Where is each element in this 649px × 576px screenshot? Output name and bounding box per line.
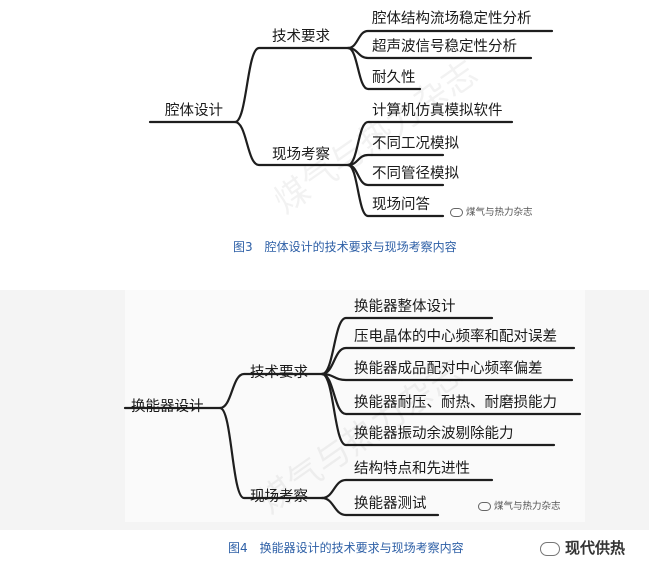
connector-b2-item4 [346, 163, 445, 218]
fig3-item-durability: 耐久性 [372, 70, 416, 86]
fig3-item-cavity-flow-stability: 腔体结构流场稳定性分析 [372, 11, 532, 27]
figure-4-connectors [123, 316, 582, 517]
wechat-logo-icon [540, 541, 560, 556]
fig4-watermark: 煤气与热力杂志 [478, 498, 561, 512]
account-badge: 现代供热 [540, 537, 625, 558]
figure-3-connectors [148, 29, 554, 218]
fig4-root-node: 换能器设计 [131, 399, 204, 415]
fig3-item-ultrasonic-signal-stability: 超声波信号稳定性分析 [372, 39, 517, 55]
account-name: 现代供热 [565, 539, 626, 557]
wechat-icon [450, 208, 463, 217]
fig3-item-pipe-diameter-sim: 不同管径模拟 [372, 166, 459, 182]
fig4-item-transducer-overall-design: 换能器整体设计 [354, 299, 456, 315]
figure-4-frame [125, 290, 585, 522]
fig4-item-structure-advantages: 结构特点和先进性 [354, 461, 470, 477]
connector-b2-item2 [320, 496, 440, 517]
fig4-branch-site-inspection: 现场考察 [250, 489, 308, 505]
connector-b1-item5 [320, 372, 556, 447]
wechat-icon [478, 502, 491, 511]
fig4-item-transducer-test: 换能器测试 [354, 496, 427, 512]
fig4-watermark-text: 煤气与热力杂志 [494, 501, 561, 512]
fig4-item-pressure-heat-wear-resistance: 换能器耐压、耐热、耐磨损能力 [354, 395, 557, 411]
fig3-item-working-condition-sim: 不同工况模拟 [372, 136, 459, 152]
connector-root-branch2 [218, 406, 324, 500]
fig4-caption: 图4 换能器设计的技术要求与现场考察内容 [228, 541, 464, 555]
connector-b1-item2 [320, 346, 576, 376]
fig3-caption: 图3 腔体设计的技术要求与现场考察内容 [233, 240, 457, 254]
fig3-branch-site-inspection: 现场考察 [272, 147, 330, 163]
figure-3-mindmap: 煤气与热力杂志 腔体设计 技术要求 现场考察 腔体结构流场稳定性分析 超声波信号… [0, 0, 649, 254]
fig3-root-node: 腔体设计 [165, 103, 223, 119]
fig4-branch-tech-requirements: 技术要求 [250, 365, 308, 381]
fig4-item-vibration-ringdown-rejection: 换能器振动余波剔除能力 [354, 426, 514, 442]
fig3-branch-tech-requirements: 技术要求 [272, 29, 330, 45]
fig4-item-piezo-frequency-matching: 压电晶体的中心频率和配对误差 [354, 329, 557, 345]
fig4-item-finished-frequency-deviation: 换能器成品配对中心频率偏差 [354, 361, 543, 377]
fig3-item-onsite-qa: 现场问答 [372, 197, 430, 213]
connector-root-branch2 [233, 120, 350, 167]
connector-b1-item3 [346, 46, 422, 91]
connector-b2-item1 [346, 120, 514, 167]
fig3-item-simulation-software: 计算机仿真模拟软件 [372, 103, 503, 119]
fig3-watermark-text: 煤气与热力杂志 [466, 207, 533, 218]
fig3-watermark: 煤气与热力杂志 [450, 204, 533, 218]
figure-4-mindmap: 煤气与热力杂志 换能器设计 技术要求 现场考察 换能器整体设计 压电晶体的中心频… [0, 290, 649, 530]
